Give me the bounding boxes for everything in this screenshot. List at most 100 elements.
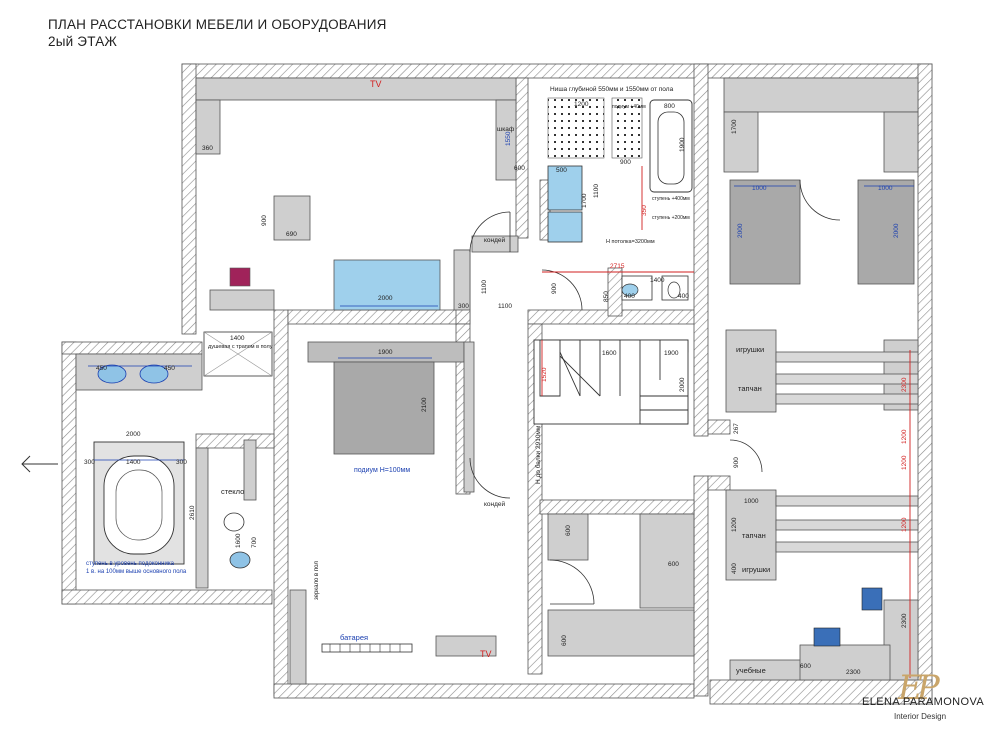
dimension-lines-blue [88,185,914,461]
logo-name: ELENA PARAMONOVA [862,696,985,708]
dim-text: 600 [565,525,572,536]
dim-text: 850 [603,291,610,302]
ac-label-2: кондей [484,500,506,508]
plan-title-line1: ПЛАН РАССТАНОВКИ МЕБЕЛИ И ОБОРУДОВАНИЯ [48,17,387,32]
dim-text: 300 [84,459,95,466]
bath-podium-label: подиум +40мм [612,104,646,110]
dim-text: 1400 [126,459,141,466]
ac-label-1: кондей [484,236,506,244]
dim-text: 700 [251,537,258,548]
radiator [321,643,413,653]
dim-text: 1200 [901,517,908,532]
plan-title: ПЛАН РАССТАНОВКИ МЕБЕЛИ И ОБОРУДОВАНИЯ 2… [48,16,387,50]
desk-chair-icon [813,627,841,647]
dim-text: 1550 [505,131,512,146]
dim-text: 1400 [650,277,665,284]
dim-text: 1200 [901,429,908,444]
dim-text: 360 [202,145,213,152]
dim-text: 1520 [541,367,548,382]
wardrobe-label: шкаф [497,126,515,133]
dim-text: 1100 [481,280,488,294]
dim-text: 500 [556,167,567,174]
dim-text: 1100 [593,184,600,198]
dimension-lines-red [541,166,911,678]
dim-text: 1600 [235,533,242,548]
bathroom-top [547,97,693,301]
dim-text: 2000 [378,295,393,302]
dim-text: 2100 [421,397,428,412]
dim-text: 600 [561,635,568,646]
dim-text: 400 [624,293,635,300]
dim-text: 1900 [378,349,393,356]
logo-monogram: EP [898,668,940,708]
dim-text: 800 [664,103,675,110]
pouf-icon [229,267,251,287]
dim-text: 2000 [737,223,744,238]
staircase [533,339,689,425]
dim-text: 450 [96,365,107,372]
shower-label: душевая с трапом в полу [208,344,273,350]
dim-text: 900 [551,283,558,294]
plan-title-line2: 2ый ЭТАЖ [48,34,118,49]
dim-text: 2000 [893,223,900,238]
tv-label-bottom: TV [480,649,492,659]
daybed-label-2: тапчан [742,531,766,540]
door-swings [469,179,841,605]
bathroom-left [75,331,273,569]
dimension-numbers: 360 600 1550 900 690 2000 300 1100 1100 … [84,101,908,676]
dim-text: 1900 [664,350,679,357]
dim-text: 600 [668,561,679,568]
walls [61,63,933,705]
radiator-label: батарея [340,633,368,642]
ceiling-height-label: Н потолка=3200мм [606,239,655,245]
dim-text: 400 [731,563,738,574]
dim-text: 2300 [901,377,908,392]
direction-arrow-icon [21,455,58,473]
step-200-label: ступень +200мм [652,215,690,221]
dim-text: 1100 [498,303,512,310]
dim-text: 1900 [679,137,686,152]
toys-label-1: игрушки [736,345,764,354]
dim-text: 1000 [878,185,893,192]
designer-logo: EP ELENA PARAMONOVA Interior Design [862,668,992,740]
dim-text: 350 [641,205,648,216]
dim-text: 600 [514,165,525,172]
dim-text: 2300 [846,669,861,676]
dim-text: 2000 [126,431,141,438]
desk-chair-icon [861,587,883,611]
dim-text: 2715 [610,263,625,270]
dim-text: 2000 [679,377,686,392]
dim-text: 900 [261,215,268,226]
dim-text: 2300 [901,613,908,628]
dim-text: 900 [620,159,631,166]
daybed-label-1: тапчан [738,384,762,393]
bunk-slats [775,351,919,553]
mirror-label: зеркало в пол [314,561,320,600]
dim-text: 1200 [574,101,589,108]
dim-text: 1000 [752,185,767,192]
radiator-fins [329,644,401,652]
dim-text: 1000 [744,498,759,505]
dim-text: 1700 [581,193,588,208]
tv-label-top: TV [370,79,382,89]
dim-text: 900 [733,457,740,468]
step-note-2: 1 в. на 100мм выше основного пола [86,569,187,575]
dim-text: 1400 [230,335,245,342]
dim-text: 1600 [602,350,617,357]
dim-text: 400 [678,293,689,300]
niche-note: Ниша глубиной 550мм и 1550мм от пола [550,85,674,93]
dim-text: 450 [164,365,175,372]
furniture [195,77,919,685]
logo-subtitle: Interior Design [894,712,947,721]
beam-height-label: Н до балки 2910мм [534,425,542,484]
dim-text: 1200 [731,517,738,532]
dim-text: 300 [458,303,469,310]
glass-label: стекло [221,487,244,496]
podium-label: подиум H=100мм [354,467,410,474]
dim-text: 690 [286,231,297,238]
dim-text: 267 [733,423,740,434]
dim-text: 2610 [189,505,196,520]
toys-label-2: игрушки [742,565,770,574]
study-label: учебные [736,666,766,675]
